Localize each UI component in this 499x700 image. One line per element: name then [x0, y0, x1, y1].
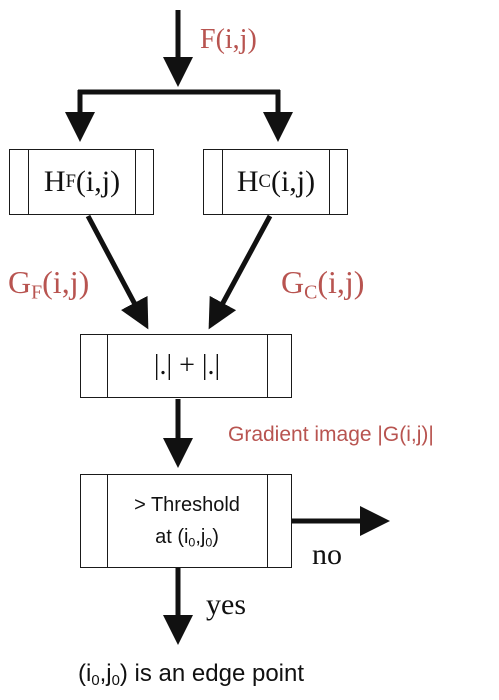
threshold-box: > Threshold at (i0,j0) [80, 474, 292, 568]
yes-label: yes [206, 588, 246, 621]
abs-sum-label: |.| + |.| [153, 350, 221, 381]
input-label: F(i,j) [200, 24, 257, 56]
arrow-hf-to-sum [85, 214, 149, 330]
threshold-line1: > Threshold [134, 494, 240, 516]
abs-sum-box: |.| + |.| [80, 334, 292, 398]
input-label-base: F [200, 24, 216, 55]
no-label: no [312, 538, 342, 571]
gf-label: GF(i,j) [8, 264, 90, 304]
arrow-hc-to-sum [208, 214, 273, 330]
gc-label: GC(i,j) [281, 264, 365, 304]
edge-point-label: (i0,j0) is an edge point [78, 660, 305, 690]
threshold-label: > Threshold at (i0,j0) [109, 475, 265, 567]
threshold-line2: at (i0,j0) [155, 526, 219, 550]
input-label-args: (i,j) [215, 24, 257, 55]
gradient-label: Gradient image |G(i,j)| [228, 423, 434, 446]
